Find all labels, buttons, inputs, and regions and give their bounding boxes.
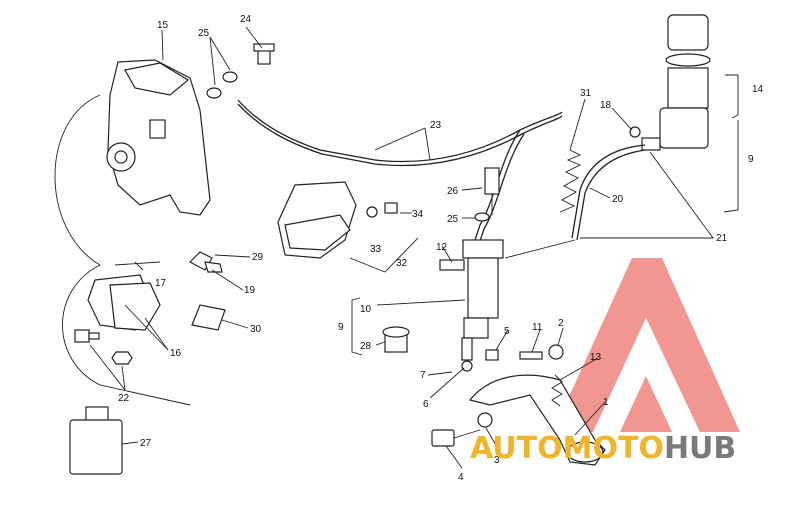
part-label-19: 19 bbox=[244, 285, 256, 296]
brake-pedal-icon bbox=[431, 344, 606, 466]
bracket-14 bbox=[725, 74, 739, 119]
part-label-13: 13 bbox=[590, 352, 602, 363]
part-label-34: 34 bbox=[412, 209, 424, 220]
bushing-icon bbox=[382, 326, 410, 353]
pad-pins-icon bbox=[114, 251, 226, 331]
brake-pads-icon bbox=[87, 274, 161, 331]
spring-coil bbox=[559, 149, 582, 213]
part-label-10: 10 bbox=[360, 304, 372, 315]
brand-moto: MOTO bbox=[563, 431, 664, 466]
svg-text:AUTOMOTOHUB: AUTOMOTOHUB bbox=[470, 431, 736, 466]
part-label-15: 15 bbox=[157, 20, 169, 31]
master-cylinder-icon bbox=[439, 239, 504, 372]
brand-auto: AUTO bbox=[470, 431, 563, 466]
part-labels: 15 25 24 23 31 18 14 9 20 21 26 25 12 34… bbox=[118, 14, 764, 483]
part-label-33: 33 bbox=[370, 244, 382, 255]
reservoir-hose bbox=[571, 144, 646, 239]
brake-light-switch-icon bbox=[474, 167, 500, 222]
brand-hub: HUB bbox=[664, 431, 736, 466]
part-label-24: 24 bbox=[240, 14, 252, 25]
hose-reference-curve bbox=[54, 94, 191, 406]
part-label-25a: 25 bbox=[198, 28, 210, 39]
caliper-icon bbox=[106, 59, 211, 216]
part-label-2: 2 bbox=[558, 318, 564, 329]
part-label-6: 6 bbox=[423, 399, 429, 410]
part-label-11: 11 bbox=[532, 322, 543, 333]
part-label-29: 29 bbox=[252, 252, 264, 263]
part-label-21: 21 bbox=[716, 233, 728, 244]
part-label-27: 27 bbox=[140, 438, 152, 449]
part-label-14: 14 bbox=[752, 84, 764, 95]
banjo-bolt-icon bbox=[206, 43, 275, 99]
watermark-logo bbox=[553, 258, 740, 432]
washer-bolt-icon bbox=[366, 202, 398, 218]
part-label-25b: 25 bbox=[447, 214, 459, 225]
part-label-32: 32 bbox=[396, 258, 408, 269]
part-label-30: 30 bbox=[250, 324, 262, 335]
part-label-28: 28 bbox=[360, 341, 372, 352]
part-label-12: 12 bbox=[436, 242, 448, 253]
part-label-18: 18 bbox=[600, 100, 612, 111]
brake-fluid-bottle-icon bbox=[69, 406, 123, 475]
brake-hose-upper bbox=[237, 99, 563, 163]
bracket-32 bbox=[349, 237, 419, 273]
part-label-3: 3 bbox=[494, 455, 500, 466]
hose-guard-icon bbox=[277, 181, 357, 259]
part-label-17: 17 bbox=[155, 278, 167, 289]
part-label-16: 16 bbox=[170, 348, 182, 359]
part-label-4: 4 bbox=[458, 472, 464, 483]
watermark-brand: AUTOMOTOHUB bbox=[470, 431, 736, 466]
part-label-7: 7 bbox=[420, 370, 426, 381]
leader-lines bbox=[89, 26, 714, 469]
part-label-5: 5 bbox=[504, 326, 510, 337]
part-label-31: 31 bbox=[580, 88, 592, 99]
part-label-23: 23 bbox=[430, 120, 442, 131]
part-label-26: 26 bbox=[447, 186, 459, 197]
part-label-9-right: 9 bbox=[748, 154, 754, 165]
part-label-20: 20 bbox=[612, 194, 624, 205]
bolt-icon bbox=[74, 329, 133, 365]
part-label-1: 1 bbox=[603, 397, 609, 408]
bracket-9-left bbox=[351, 297, 363, 356]
fluid-reservoir-icon bbox=[629, 14, 711, 151]
part-label-22: 22 bbox=[118, 393, 130, 404]
part-label-9-left: 9 bbox=[338, 322, 344, 333]
